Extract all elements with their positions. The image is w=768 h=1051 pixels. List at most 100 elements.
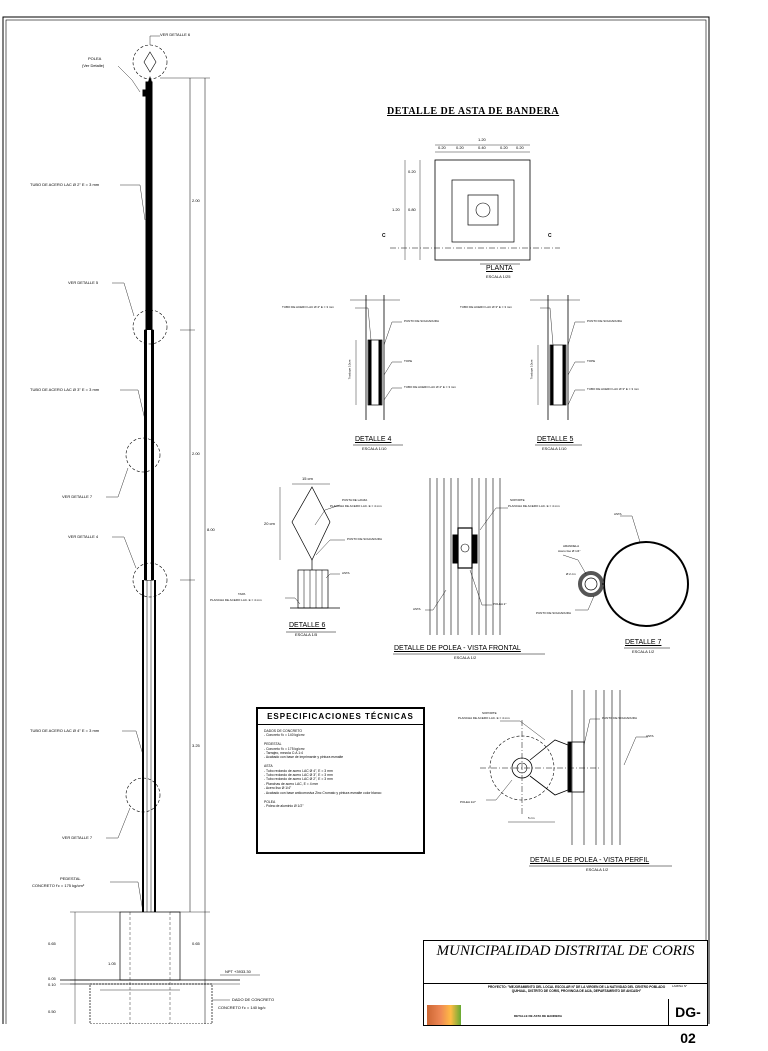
d6-plancha: PLANCHA DE ACERO LAC. E = 4 mm [330, 504, 382, 508]
planta-caption: PLANTA [486, 265, 513, 272]
planta-dim-part-5: 0.20 [516, 145, 524, 150]
d4-traslape: Traslape 10cm [347, 359, 352, 380]
d5-traslape: Traslape 10cm [529, 359, 534, 380]
planta-dim-part-4: 0.20 [500, 145, 508, 150]
dim-1-05: 1.05 [108, 961, 116, 966]
detalle7-scale: ESCALA 1/2 [632, 649, 655, 654]
pp-soporte: SOPORTE [482, 711, 497, 715]
d5-tope: TOPE [587, 359, 596, 363]
pp-polea: POLEA 1/2" [460, 800, 476, 804]
polea-frontal-scale: ESCALA 1/2 [454, 655, 477, 660]
dim-2-00-top: 2.00 [192, 198, 200, 203]
label-polea: POLEA [88, 56, 102, 61]
d7-asta: ASTA [614, 512, 622, 516]
dim-3-25: 3.25 [192, 743, 200, 748]
d5-tubo-a: TUBO DE ACERO LAC Ø 3" E = 3 mm [460, 305, 512, 309]
planta-dim-side-2: 0.80 [408, 207, 416, 212]
municipality-logo [427, 1005, 461, 1025]
label-tubo-4: TUBO DE ACERO LAC Ø 4" E = 3 mm [30, 728, 100, 733]
detalle5-caption: DETALLE 5 [537, 436, 574, 443]
planta-dim-top: 1.20 [478, 137, 486, 142]
label-polea-sub: (Ver Detalle) [82, 63, 105, 68]
dim-0-65-right: 0.65 [192, 941, 200, 946]
spec-line: - Acabado con base de imprimante y pintu… [264, 755, 344, 760]
label-dado-concrete: CONCRETO f'c = 140 kg/c [218, 1005, 266, 1010]
drawing-sheet: VER DETALLE 6 POLEA (Ver Detalle) TUBO D… [2, 16, 710, 1046]
planta-dim-part-1: 0.20 [438, 145, 446, 150]
spec-line: ASTA [264, 764, 273, 769]
d6-asta: ASTA [342, 571, 350, 575]
specs-heading: ESPECIFICACIONES TÉCNICAS [258, 709, 423, 725]
d4-tubo-b: TUBO DE ACERO LAC Ø 4" E = 3 mm [404, 385, 456, 389]
label-ver-detalle-5: VER DETALLE 5 [68, 280, 99, 285]
spec-line: - Tarrajeo, mezcla C:A 1:4 [264, 751, 303, 756]
spec-line: POLEA [264, 799, 276, 804]
pp-asta: ASTA [646, 734, 654, 738]
label-npt: NPT +3933.30 [225, 969, 251, 974]
polea-perfil-scale: ESCALA 1/2 [586, 867, 609, 872]
sheet-title: DETALLE DE ASTA DE BANDERA [387, 106, 560, 117]
d6-punto: PUNTO DE SOLDADURA [347, 537, 382, 541]
d4-tubo-a: TUBO DE ACERO LAC Ø 4" E = 3 mm [282, 305, 334, 309]
dim-0-50: 0.50 [48, 1009, 56, 1014]
d4-tope: TOPE [404, 359, 413, 363]
spec-line: - Acabado con base anticorrosiva Zinc Cr… [264, 790, 382, 795]
pf-soporte: SOPORTE [510, 498, 525, 502]
pp-plancha: PLANCHA DE ACERO LAC. E = 4 mm [458, 716, 510, 720]
d7-arandela: ARANDELA [563, 544, 580, 548]
d6-tapa: TAPA [238, 592, 246, 596]
label-ver-detalle-7b: VER DETALLE 7 [62, 835, 93, 840]
dim-0-10: 0.10 [48, 982, 56, 987]
spec-line: - Tubo redondo de acero LAC Ø 3", E = 3 … [264, 773, 333, 778]
spec-line: - Polea de aluminio Ø 1/2" [264, 803, 304, 808]
pf-polea: POLEA 2" [493, 602, 507, 606]
spec-line: PEDESTAL [264, 742, 282, 747]
label-tubo-3: TUBO DE ACERO LAC Ø 3" E = 3 mm [30, 387, 100, 392]
planta-dim-side-3: 0.20 [408, 169, 416, 174]
label-ver-detalle-7: VER DETALLE 7 [62, 494, 93, 499]
d7-dim: Ø 2 cm [566, 572, 576, 576]
spec-line: - Acero liso Ø 1/4" [264, 786, 292, 791]
label-dado: DADO DE CONCRETO [232, 997, 275, 1002]
technical-specifications: ESPECIFICACIONES TÉCNICAS DADOS DE CONCR… [256, 707, 425, 854]
municipality-name: MUNICIPALIDAD DISTRITAL DE CORIS [424, 941, 707, 984]
pp-dim: 5 cm [528, 816, 535, 820]
d5-tubo-b: TUBO DE ACERO LAC Ø 3" E = 3 mm [587, 387, 639, 391]
d6-plancha-2: PLANCHA DE ACERO LAC. E = 4 mm [210, 598, 262, 602]
detalle6-caption: DETALLE 6 [289, 622, 326, 629]
title-block: MUNICIPALIDAD DISTRITAL DE CORIS PROYECT… [423, 940, 708, 1046]
label-pedestal: PEDESTAL [60, 876, 81, 881]
spec-line: - Concreto f'c = 175 kg/cm² [264, 746, 305, 751]
polea-frontal-caption: DETALLE DE POLEA - VISTA FRONTAL [394, 645, 521, 652]
planta-dim-side: 1.20 [392, 207, 400, 212]
label-ver-detalle-4: VER DETALLE 4 [68, 534, 99, 539]
detalle4-caption: DETALLE 4 [355, 436, 392, 443]
planta-scale: ESCALA 1/25 [486, 274, 511, 279]
lamina-label: LAMINA N° [672, 984, 688, 988]
dim-0-65-left: 0.65 [48, 941, 56, 946]
d6-punta: PUNTA DE LANZA [342, 498, 368, 502]
drawing-linework [2, 16, 710, 1024]
section-mark-c-right: C [548, 233, 552, 239]
detalle4-scale: ESCALA 1/10 [362, 446, 387, 451]
spec-line: - Concreto f'c = 140 kg/cm² [264, 733, 305, 738]
pp-punto: PUNTO DE SOLDADURA [602, 716, 637, 720]
detalle7-caption: DETALLE 7 [625, 639, 662, 646]
d6-dim-height: 20 cm [264, 521, 275, 526]
dim-0-05: 0.05 [48, 976, 56, 981]
spec-line: - Tubo redondo de acero LAC Ø 2", E = 3 … [264, 777, 333, 782]
sheet-code: DG-02 [668, 999, 707, 1046]
label-ver-detalle-6: VER DETALLE 6 [160, 32, 191, 37]
dim-8-00: 8.00 [207, 527, 215, 532]
planta-dim-part-2: 0.20 [456, 145, 464, 150]
section-mark-c-left: C [382, 233, 386, 239]
specs-body: DADOS DE CONCRETO - Concreto f'c = 140 k… [258, 725, 423, 812]
spec-line: - Tubo redondo de acero LAC Ø 4", E = 3 … [264, 768, 333, 773]
pf-asta: ASTA [413, 607, 421, 611]
detalle6-scale: ESCALA 1/5 [295, 632, 318, 637]
d6-dim-width: 15 cm [302, 476, 313, 481]
spec-line: DADOS DE CONCRETO [264, 729, 302, 733]
d4-punto: PUNTO DE SOLDADURA [404, 319, 439, 323]
detalle5-scale: ESCALA 1/10 [542, 446, 567, 451]
polea-perfil-caption: DETALLE DE POLEA - VISTA PERFIL [530, 857, 650, 864]
